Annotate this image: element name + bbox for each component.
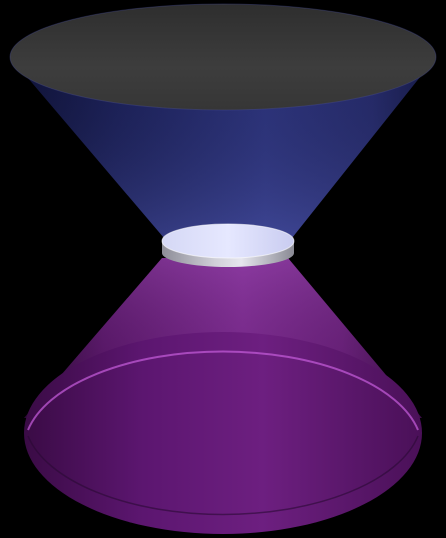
lower-cone-base-face (24, 332, 422, 534)
upper-cone-top-face (10, 4, 436, 110)
central-disk (162, 224, 294, 267)
lower-cone (24, 258, 422, 534)
upper-cone (10, 4, 436, 238)
